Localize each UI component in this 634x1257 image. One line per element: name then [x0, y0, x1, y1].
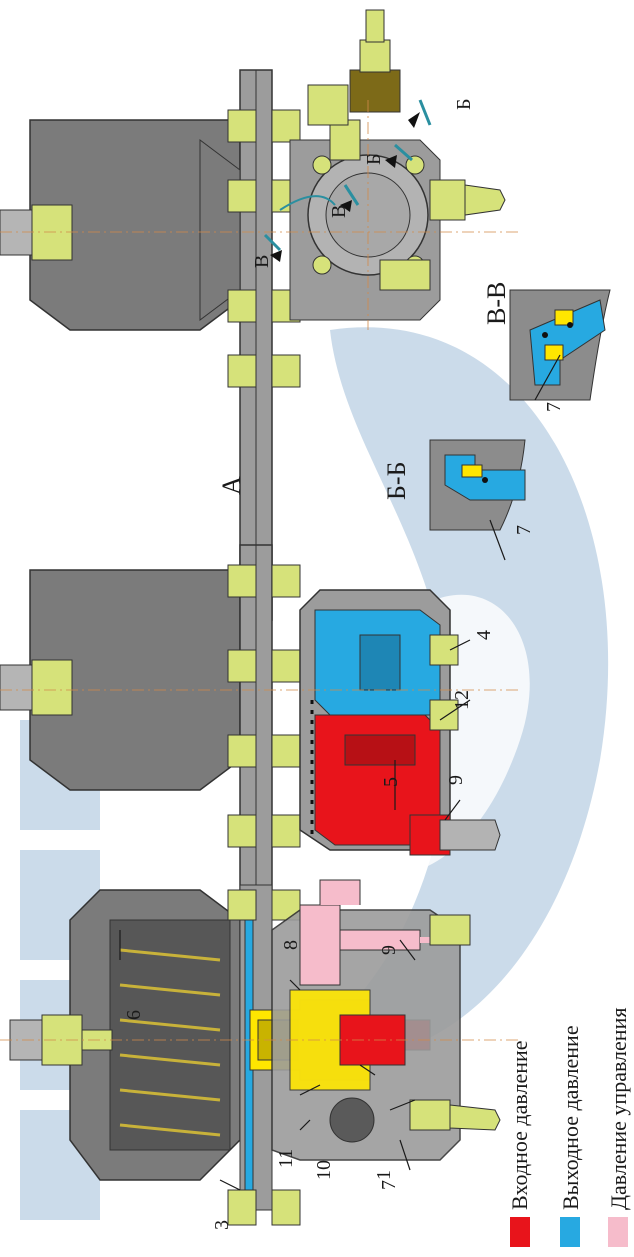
label-cut-b-1: Б [453, 99, 475, 110]
part-number-3: 3 [211, 1220, 233, 1230]
label-cut-v-1: В [328, 205, 350, 218]
label-cut-b-2: Б [363, 154, 385, 165]
part-number-9-a: 9 [445, 775, 467, 785]
label-section-bb: Б-Б [382, 461, 411, 500]
legend-swatch-control-pressure [608, 1217, 628, 1247]
part-number-7-main: 7 [378, 1180, 400, 1190]
part-number-10: 10 [313, 1160, 335, 1180]
part-number-9-b: 9 [378, 945, 400, 955]
label-section-vv: В-В [482, 282, 511, 325]
legend-swatch-input-pressure [510, 1217, 530, 1247]
section-bb-detail [429, 439, 526, 531]
view-labels: А Б-Б В-В Б Б В В [217, 99, 511, 500]
legend-swatch-output-pressure [560, 1217, 580, 1247]
legend-label-output-pressure: Выходное давление [558, 1025, 583, 1210]
legend: Входное давление Выходное давление Давле… [507, 1008, 631, 1247]
label-cut-v-2: В [251, 255, 273, 268]
part-number-7-vv: 7 [543, 402, 565, 412]
part-number-8: 8 [280, 940, 302, 950]
part-number-5: 5 [380, 777, 402, 787]
main-section [0, 879, 520, 1226]
part-numbers: 4 12 5 9 7 7 6 3 11 10 1 8 9 7 [123, 402, 565, 1230]
top-view [0, 9, 520, 621]
part-number-4: 4 [473, 630, 495, 640]
view-a [0, 544, 520, 891]
part-number-11: 11 [275, 1149, 297, 1168]
part-number-6: 6 [123, 1010, 145, 1020]
part-number-12: 12 [451, 690, 473, 710]
legend-label-control-pressure: Давление управления [606, 1008, 631, 1210]
part-number-1: 1 [373, 1170, 395, 1180]
part-number-7-bb: 7 [513, 525, 535, 535]
label-view-a: А [217, 476, 246, 495]
leader-lines [119, 354, 561, 1191]
section-vv-detail [509, 289, 611, 401]
legend-label-input-pressure: Входное давление [507, 1040, 532, 1210]
